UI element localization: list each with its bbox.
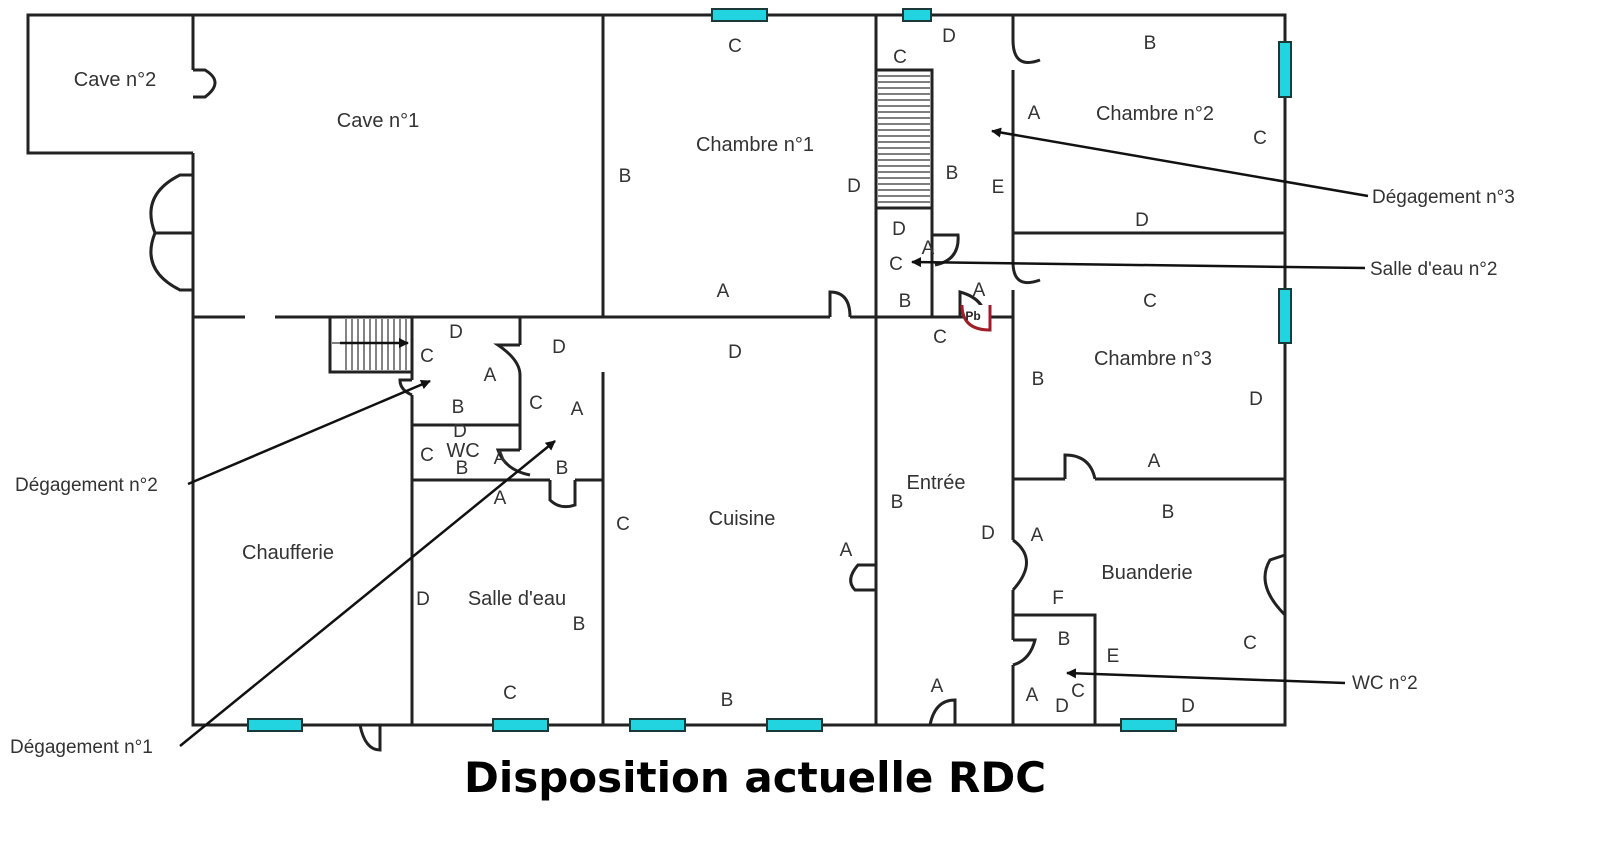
wall-label: D xyxy=(942,26,956,47)
wall-label: C xyxy=(1143,291,1157,312)
callout-wc-2: WC n°2 xyxy=(1352,673,1418,694)
room-cave-1: Cave n°1 xyxy=(337,110,420,132)
callout-degagement-1: Dégagement n°1 xyxy=(10,737,153,758)
wall-label: B xyxy=(556,458,569,479)
wall-label: A xyxy=(1028,103,1041,124)
room-wc: WC xyxy=(446,440,479,462)
wall-label: A xyxy=(931,676,944,697)
lead-marker-label: Pb xyxy=(965,309,980,323)
windows xyxy=(247,8,1292,732)
wall-label: B xyxy=(946,163,959,184)
wall-label: B xyxy=(899,291,912,312)
window xyxy=(629,718,686,732)
wall-label: C xyxy=(728,36,742,57)
window xyxy=(711,8,768,22)
wall-label: C xyxy=(529,393,543,414)
wall-label: D xyxy=(981,523,995,544)
wall-label: A xyxy=(571,399,584,420)
room-buanderie: Buanderie xyxy=(1101,562,1192,584)
doors xyxy=(149,39,1287,752)
wall-label: E xyxy=(992,177,1005,198)
room-chaufferie: Chaufferie xyxy=(242,542,334,564)
wall-label: C xyxy=(933,327,947,348)
callout-arrow xyxy=(1066,668,1346,685)
window xyxy=(1278,41,1292,98)
wall-label: C xyxy=(1253,128,1267,149)
window xyxy=(902,8,932,22)
wall-label: D xyxy=(728,342,742,363)
wall-label: B xyxy=(452,397,465,418)
wall-label: C xyxy=(503,683,517,704)
wall-label: B xyxy=(891,492,904,513)
wall-label: B xyxy=(1058,629,1071,650)
callout-salle-eau-2: Salle d'eau n°2 xyxy=(1370,259,1497,280)
wall-label: A xyxy=(494,488,507,509)
window xyxy=(247,718,303,732)
room-chambre-3: Chambre n°3 xyxy=(1094,348,1212,370)
callout-arrow xyxy=(991,127,1369,198)
callout-arrow xyxy=(911,257,1366,270)
wall-label: B xyxy=(573,614,586,635)
wall-label: D xyxy=(1249,389,1263,410)
room-entree: Entrée xyxy=(907,472,966,494)
callout-arrow xyxy=(187,379,431,486)
wall-label: B xyxy=(456,458,469,479)
wall-label: B xyxy=(1032,369,1045,390)
wall-label: A xyxy=(1148,451,1161,472)
wall-label: D xyxy=(552,337,566,358)
wall-label: D xyxy=(416,589,430,610)
wall-label: A xyxy=(1026,685,1039,706)
wall-label: C xyxy=(889,254,903,275)
wall-label: D xyxy=(453,421,467,442)
wall-label: D xyxy=(1055,696,1069,717)
wall-label: A xyxy=(1031,525,1044,546)
wall-label: B xyxy=(1162,502,1175,523)
callout-degagement-3: Dégagement n°3 xyxy=(1372,187,1515,208)
wall-label: C xyxy=(420,346,434,367)
wall-label: F xyxy=(1052,588,1064,609)
callouts: Dégagement n°3 Salle d'eau n°2 WC n°2 Dé… xyxy=(10,127,1515,758)
callout-arrow xyxy=(179,440,556,747)
wall-label: C xyxy=(616,514,630,535)
wall-label: A xyxy=(484,365,497,386)
window xyxy=(1120,718,1177,732)
wall-label: D xyxy=(1181,696,1195,717)
wall-label: A xyxy=(922,238,935,259)
window xyxy=(1278,288,1292,344)
wall-label: B xyxy=(721,690,734,711)
wall-label: D xyxy=(449,322,463,343)
wall-label: C xyxy=(1071,681,1085,702)
room-cave-2: Cave n°2 xyxy=(74,69,157,91)
wall-label: A xyxy=(494,448,507,469)
wall-label: E xyxy=(1107,646,1120,667)
wall-label: C xyxy=(1243,633,1257,654)
room-cuisine: Cuisine xyxy=(709,508,776,530)
room-chambre-1: Chambre n°1 xyxy=(696,134,814,156)
room-labels: Cave n°2 Cave n°1 Chambre n°1 Chambre n°… xyxy=(74,69,1214,610)
callout-degagement-2: Dégagement n°2 xyxy=(15,475,158,496)
wall-label: D xyxy=(1135,210,1149,231)
lead-marker: Pb xyxy=(960,304,992,332)
window xyxy=(766,718,823,732)
wall-label: A xyxy=(717,281,730,302)
plan-title: Disposition actuelle RDC xyxy=(464,753,1046,802)
stairs xyxy=(332,75,930,370)
wall-label: D xyxy=(847,176,861,197)
window xyxy=(492,718,549,732)
room-chambre-2: Chambre n°2 xyxy=(1096,103,1214,125)
wall-label: C xyxy=(893,47,907,68)
wall-label: D xyxy=(892,219,906,240)
wall-label: B xyxy=(619,166,632,187)
wall-label: A xyxy=(973,280,986,301)
wall-label: A xyxy=(840,540,853,561)
room-salle-eau: Salle d'eau xyxy=(468,588,566,610)
wall-label: C xyxy=(420,445,434,466)
wall-label: B xyxy=(1144,33,1157,54)
